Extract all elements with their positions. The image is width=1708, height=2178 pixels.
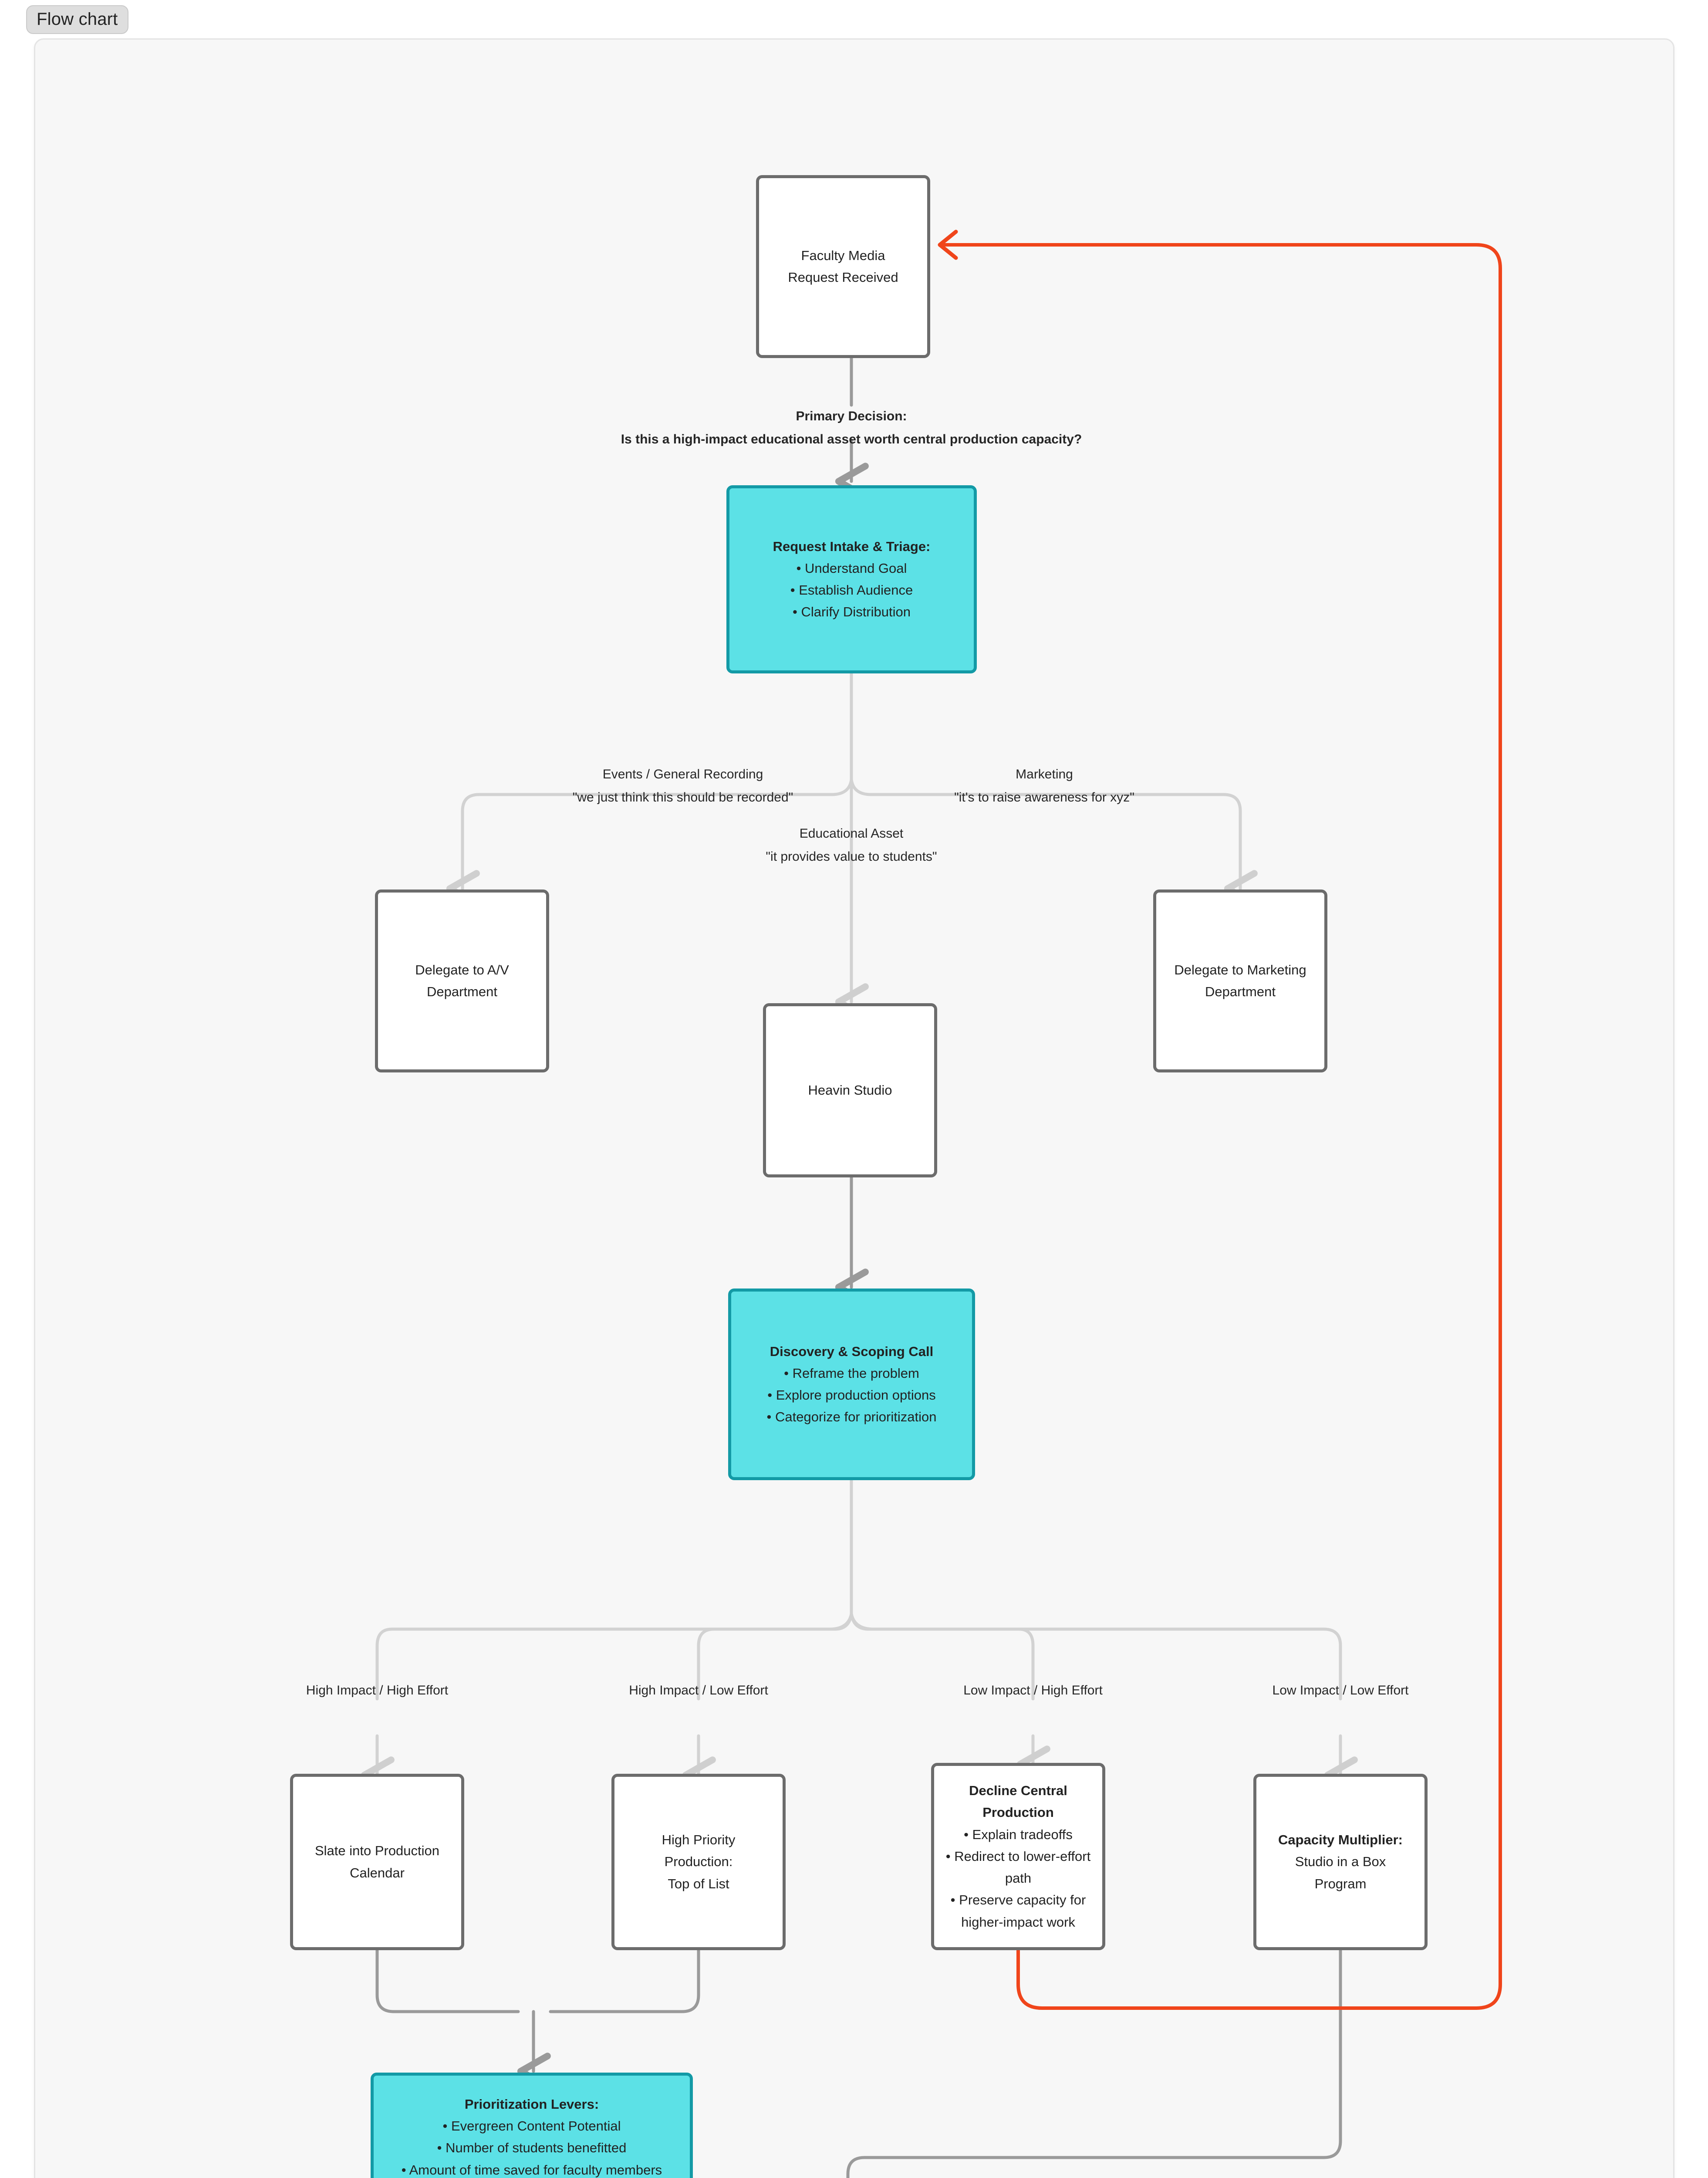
flow-chart-tab-label: Flow chart [37, 10, 118, 29]
node-n5-line1: Delegate to Marketing [1174, 962, 1306, 977]
node-n11-bullet-3: Amount of time saved for faculty members… [381, 2159, 682, 2178]
node-heavin-studio[interactable]: Heavin Studio [763, 1003, 937, 1177]
edge-label-edu-line2: "it provides value to students" [766, 849, 937, 864]
node-n2-bullets: Understand Goal Establish Audience Clari… [737, 558, 966, 623]
edge-label-q4: Low Impact / Low Effort [1272, 1683, 1409, 1698]
edge-label-low-impact-low-effort: Low Impact / Low Effort [1273, 1679, 1409, 1702]
edge-label-events-general-recording: Events / General Recording "we just thin… [573, 763, 793, 809]
node-n3-line1: Delegate to A/V [415, 962, 509, 977]
edge-label-low-impact-high-effort: Low Impact / High Effort [963, 1679, 1103, 1702]
node-n2-bullet-2: Establish Audience [737, 579, 966, 601]
node-capacity-multiplier[interactable]: Capacity Multiplier: Studio in a Box Pro… [1253, 1774, 1428, 1950]
node-decline-central-production[interactable]: Decline Central Production Explain trade… [931, 1763, 1105, 1950]
edge-label-q1: High Impact / High Effort [306, 1683, 449, 1698]
node-n4-line1: Heavin Studio [808, 1082, 892, 1098]
edge-label-q2: High Impact / Low Effort [629, 1683, 768, 1698]
edge-label-q3: Low Impact / High Effort [963, 1683, 1103, 1698]
node-n6-title: Discovery & Scoping Call [770, 1343, 934, 1359]
node-n11-title: Prioritization Levers: [464, 2096, 599, 2112]
node-n9-bullet-3: Preserve capacity for higher-impact work [942, 1889, 1094, 1933]
node-n5-line2: Department [1205, 984, 1276, 999]
edge-label-mkt-line2: "it's to raise awareness for xyz" [954, 790, 1134, 805]
edge-label-events-line1: Events / General Recording [602, 767, 763, 781]
node-n3-line2: Department [427, 984, 497, 999]
node-delegate-to-marketing-department[interactable]: Delegate to Marketing Department [1153, 889, 1327, 1072]
node-n10-line1: Studio in a Box [1295, 1854, 1386, 1870]
node-n6-bullet-1: Reframe the problem [739, 1363, 964, 1384]
node-n6-bullet-3: Categorize for prioritization [739, 1406, 964, 1428]
edge-label-mkt-line1: Marketing [1016, 767, 1073, 781]
edge-label-educational-asset: Educational Asset "it provides value to … [766, 822, 937, 868]
node-n9-bullet-1: Explain tradeoffs [942, 1824, 1094, 1846]
node-discovery-scoping-call[interactable]: Discovery & Scoping Call Reframe the pro… [728, 1289, 975, 1480]
node-n8-line3: Top of List [668, 1876, 729, 1891]
node-n9-title-line2: Production [982, 1805, 1054, 1820]
edge-label-edu-line1: Educational Asset [799, 826, 904, 841]
edge-label-events-line2: "we just think this should be recorded" [572, 790, 793, 805]
node-request-intake-triage[interactable]: Request Intake & Triage: Understand Goal… [726, 485, 977, 673]
node-prioritization-levers[interactable]: Prioritization Levers: Evergreen Content… [371, 2073, 693, 2178]
node-faculty-media-request-received[interactable]: Faculty Media Request Received [756, 175, 930, 358]
node-n2-bullet-1: Understand Goal [737, 558, 966, 579]
edge-label-marketing: Marketing "it's to raise awareness for x… [954, 763, 1134, 809]
edge-label-high-impact-low-effort: High Impact / Low Effort [629, 1679, 768, 1702]
node-n11-bullet-1: Evergreen Content Potential [381, 2115, 682, 2137]
node-n9-title-line1: Decline Central [969, 1783, 1067, 1799]
node-n11-bullets: Evergreen Content Potential Number of st… [381, 2115, 682, 2178]
node-n6-bullets: Reframe the problem Explore production o… [739, 1363, 964, 1428]
node-n11-bullet-2: Number of students benefitted [381, 2137, 682, 2159]
node-n10-title: Capacity Multiplier: [1278, 1832, 1403, 1848]
node-n2-title: Request Intake & Triage: [773, 538, 931, 554]
node-n9-bullets: Explain tradeoffs Redirect to lower-effo… [942, 1824, 1094, 1933]
edge-label-primary-decision-line1: Primary Decision: [796, 409, 907, 423]
node-slate-into-production-calendar[interactable]: Slate into Production Calendar [290, 1774, 464, 1950]
node-n10-line2: Program [1314, 1876, 1367, 1891]
node-n8-line1: High Priority [662, 1832, 736, 1848]
flow-chart-tab[interactable]: Flow chart [26, 5, 128, 34]
node-n7-line1: Slate into Production [314, 1843, 440, 1859]
edge-label-primary-decision: Primary Decision: Is this a high-impact … [621, 405, 1082, 451]
node-n6-bullet-2: Explore production options [739, 1384, 964, 1406]
node-n9-bullet-2: Redirect to lower-effort path [942, 1846, 1094, 1889]
node-n1-line2: Request Received [788, 270, 898, 285]
edge-label-high-impact-high-effort: High Impact / High Effort [306, 1679, 448, 1702]
node-n2-bullet-3: Clarify Distribution [737, 601, 966, 623]
node-delegate-to-av-department[interactable]: Delegate to A/V Department [375, 889, 549, 1072]
node-n7-line2: Calendar [350, 1865, 405, 1880]
node-n8-line2: Production: [664, 1854, 733, 1870]
edge-label-primary-decision-line2: Is this a high-impact educational asset … [621, 432, 1082, 446]
node-n1-line1: Faculty Media [801, 247, 885, 263]
node-high-priority-production[interactable]: High Priority Production: Top of List [611, 1774, 786, 1950]
